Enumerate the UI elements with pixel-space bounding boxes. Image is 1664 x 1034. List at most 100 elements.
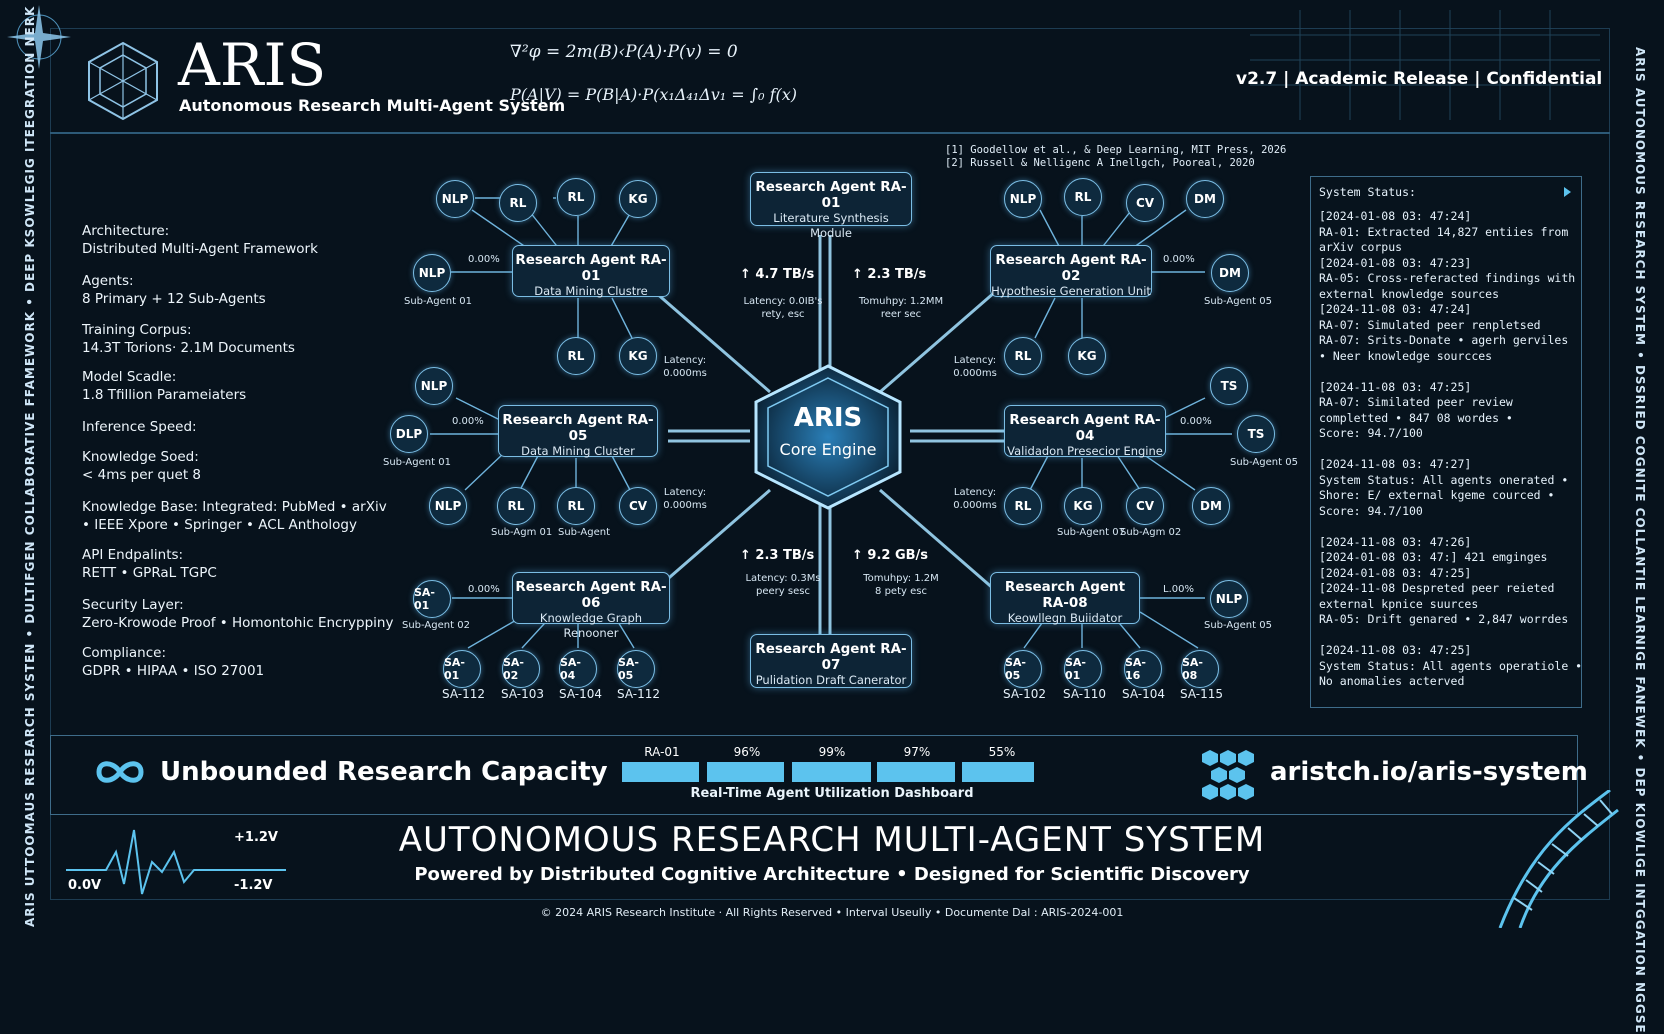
utilization-bar bbox=[707, 762, 784, 782]
core-title: ARIS bbox=[793, 403, 863, 433]
sub-agent-node[interactable]: CV bbox=[1126, 184, 1164, 222]
sub-agent-node[interactable]: TS bbox=[1210, 367, 1248, 405]
sub-agent-node[interactable]: SA-08 bbox=[1181, 650, 1219, 688]
spec-compliance: Compliance:GDPR • HIPAA • ISO 27001 bbox=[82, 645, 265, 679]
sub-agent-node[interactable]: CV bbox=[1126, 487, 1164, 525]
sub-agent-node[interactable]: SA-04 bbox=[559, 650, 597, 688]
bandwidth-label: ↑ 9.2 GB/s bbox=[852, 548, 929, 563]
sub-agent-node[interactable]: RL bbox=[1064, 178, 1102, 216]
brand-subtitle: Autonomous Research Multi-Agent System bbox=[179, 96, 566, 115]
sub-agent-node[interactable]: SA-01 bbox=[443, 650, 481, 688]
utilization-bar-label: 96% bbox=[733, 745, 761, 759]
sub-agent-node[interactable]: SA-02 bbox=[502, 650, 540, 688]
agent-title: Research Agent RA-02 bbox=[995, 252, 1147, 284]
status-log-line: external knowledge sources bbox=[1319, 286, 1500, 301]
sa-label: SA-103 bbox=[501, 687, 545, 701]
sub-agent-node[interactable]: DM bbox=[1186, 180, 1224, 218]
status-log-line bbox=[1319, 442, 1582, 458]
agent-subtitle: Knowledge Graph Renooner bbox=[539, 611, 643, 640]
spec-knowledge-speed: Knowledge Soed:< 4ms per quet 8 bbox=[82, 449, 201, 483]
agent-title: Research Agent RA-08 bbox=[1004, 579, 1126, 611]
sub-agent-node[interactable]: NLP bbox=[436, 180, 474, 218]
dna-icon bbox=[1498, 790, 1619, 928]
grid-decoration bbox=[1250, 10, 1600, 120]
sub-agent-node[interactable]: KG bbox=[619, 337, 657, 375]
footer-tagline: Powered by Distributed Cognitive Archite… bbox=[414, 864, 1250, 885]
sub-agent-node[interactable]: DM bbox=[1192, 487, 1230, 525]
agent-ra01-literature[interactable]: Research Agent RA-01 Literature Synthesi… bbox=[750, 172, 912, 240]
spec-api-endpoints: API Endpalints:RETT • GPRaL TGPC bbox=[82, 547, 217, 581]
sub-agent-node[interactable]: RL bbox=[557, 337, 595, 375]
agent-ra05[interactable]: Research Agent RA-05 Data Mining Cluster bbox=[498, 405, 658, 458]
sub-agent-node[interactable]: SA-05 bbox=[1004, 650, 1042, 688]
status-log-line: RA-07: Similated peer review bbox=[1319, 395, 1513, 409]
infinity-icon bbox=[96, 761, 144, 783]
sub-agent-node[interactable]: SA-01 bbox=[1064, 650, 1102, 688]
sub-agent-label: Sub-Agent bbox=[558, 527, 611, 538]
agent-ra01-data-mining[interactable]: Research Agent RA-01 Data Mining Clustre bbox=[512, 245, 670, 298]
aris-logo-icon bbox=[88, 41, 158, 121]
agent-ra06[interactable]: Research Agent RA-06 Knowledge Graph Ren… bbox=[512, 572, 670, 640]
agent-ra08[interactable]: Research Agent RA-08 Keowllegn Buiidator bbox=[990, 572, 1140, 625]
sub-agent-node[interactable]: KG bbox=[1068, 337, 1106, 375]
sub-agent-node[interactable]: SA-05 bbox=[617, 650, 655, 688]
sub-agent-node[interactable]: NLP bbox=[429, 487, 467, 525]
status-log-line: [2024-01-08 03: 47:24] bbox=[1319, 209, 1472, 223]
sub-agent-node[interactable]: RL bbox=[499, 184, 537, 222]
sub-agent-label: Sub-Agent 07 bbox=[1057, 527, 1125, 538]
sub-agent-node[interactable]: DM bbox=[1211, 254, 1249, 292]
capacity-label: Unbounded Research Capacity bbox=[160, 757, 608, 787]
spec-architecture: Architecture:Distributed Multi-Agent Fra… bbox=[82, 223, 318, 257]
status-log-line: [2024-11-08 03: 47:24] bbox=[1319, 302, 1472, 316]
latency-note: Latency:0.000ms bbox=[663, 355, 707, 379]
sub-agent-node[interactable]: NLP bbox=[413, 254, 451, 292]
system-status-panel[interactable]: System Status: [2024-01-08 03: 47:24]RA-… bbox=[1310, 176, 1582, 708]
sa-label: SA-110 bbox=[1063, 687, 1107, 701]
sub-agent-node[interactable]: KG bbox=[1064, 487, 1102, 525]
agent-ra02[interactable]: Research Agent RA-02 Hypothesie Generati… bbox=[990, 245, 1152, 298]
link-percent: 0.00% bbox=[468, 584, 500, 595]
reference-2: [2] Russell & Nelligenc A Inellgch, Poor… bbox=[945, 157, 1255, 169]
status-log-line: Score: 94.7/100 bbox=[1319, 426, 1423, 440]
sub-agent-node[interactable]: RL bbox=[1004, 337, 1042, 375]
utilization-bar bbox=[792, 762, 871, 782]
sub-agent-node[interactable]: TS bbox=[1237, 415, 1275, 453]
sub-agent-node[interactable]: RL bbox=[557, 178, 595, 216]
sub-agent-node[interactable]: CV bbox=[619, 487, 657, 525]
agent-subtitle: Data Mining Clustre bbox=[534, 284, 648, 298]
sa-label: SA-104 bbox=[559, 687, 603, 701]
footer-title: AUTONOMOUS RESEARCH MULTI-AGENT SYSTEM bbox=[398, 820, 1266, 860]
sub-agent-node[interactable]: RL bbox=[557, 487, 595, 525]
agent-ra07[interactable]: Research Agent RA-07 Pulidation Draft Ca… bbox=[750, 634, 912, 688]
sub-agent-node[interactable]: NLP bbox=[415, 367, 453, 405]
sa-label: SA-104 bbox=[1122, 687, 1166, 701]
latency-note: Latency:0.000ms bbox=[663, 487, 707, 511]
utilization-bar bbox=[622, 762, 699, 782]
sub-agent-node[interactable]: NLP bbox=[1004, 180, 1042, 218]
sub-agent-node[interactable]: SA-01 bbox=[413, 580, 451, 618]
agent-ra04[interactable]: Research Agent RA-04 Validadon Presecior… bbox=[1004, 405, 1166, 458]
status-log-line: completted • 847 08 wordes • bbox=[1319, 410, 1513, 425]
status-log-line: System Status: All agents operatiole • bbox=[1319, 658, 1583, 673]
status-log-line: RA-07: Srits-Donate • agerh gerviles bbox=[1319, 333, 1569, 347]
sub-agent-node[interactable]: SA-16 bbox=[1124, 650, 1162, 688]
dashboard-caption: Real-Time Agent Utilization Dashboard bbox=[690, 786, 974, 801]
spec-knowledge-base: Knowledge Base: Integrated: PubMed • arX… bbox=[82, 499, 387, 533]
core-hexagon-icon bbox=[754, 364, 902, 510]
utilization-bar-label: 55% bbox=[988, 745, 1016, 759]
sub-agent-node[interactable]: KG bbox=[619, 180, 657, 218]
link-percent: 0.00% bbox=[1163, 254, 1195, 265]
sub-agent-node[interactable]: NLP bbox=[1210, 580, 1248, 618]
status-log-line: RA-07: Simulated peer renpletsed bbox=[1319, 317, 1541, 332]
system-url[interactable]: aristch.io/aris-system bbox=[1270, 757, 1588, 787]
header-divider bbox=[50, 132, 1610, 134]
sub-agent-node[interactable]: DLP bbox=[390, 415, 428, 453]
play-icon[interactable] bbox=[1564, 187, 1571, 197]
sub-agent-node[interactable]: RL bbox=[497, 487, 535, 525]
voltage-zero: 0.0V bbox=[68, 878, 102, 893]
status-log-line: RA-05: Drift genared • 2,847 worrdes bbox=[1319, 612, 1569, 626]
status-log-line bbox=[1319, 519, 1582, 535]
sub-agent-node[interactable]: RL bbox=[1004, 487, 1042, 525]
